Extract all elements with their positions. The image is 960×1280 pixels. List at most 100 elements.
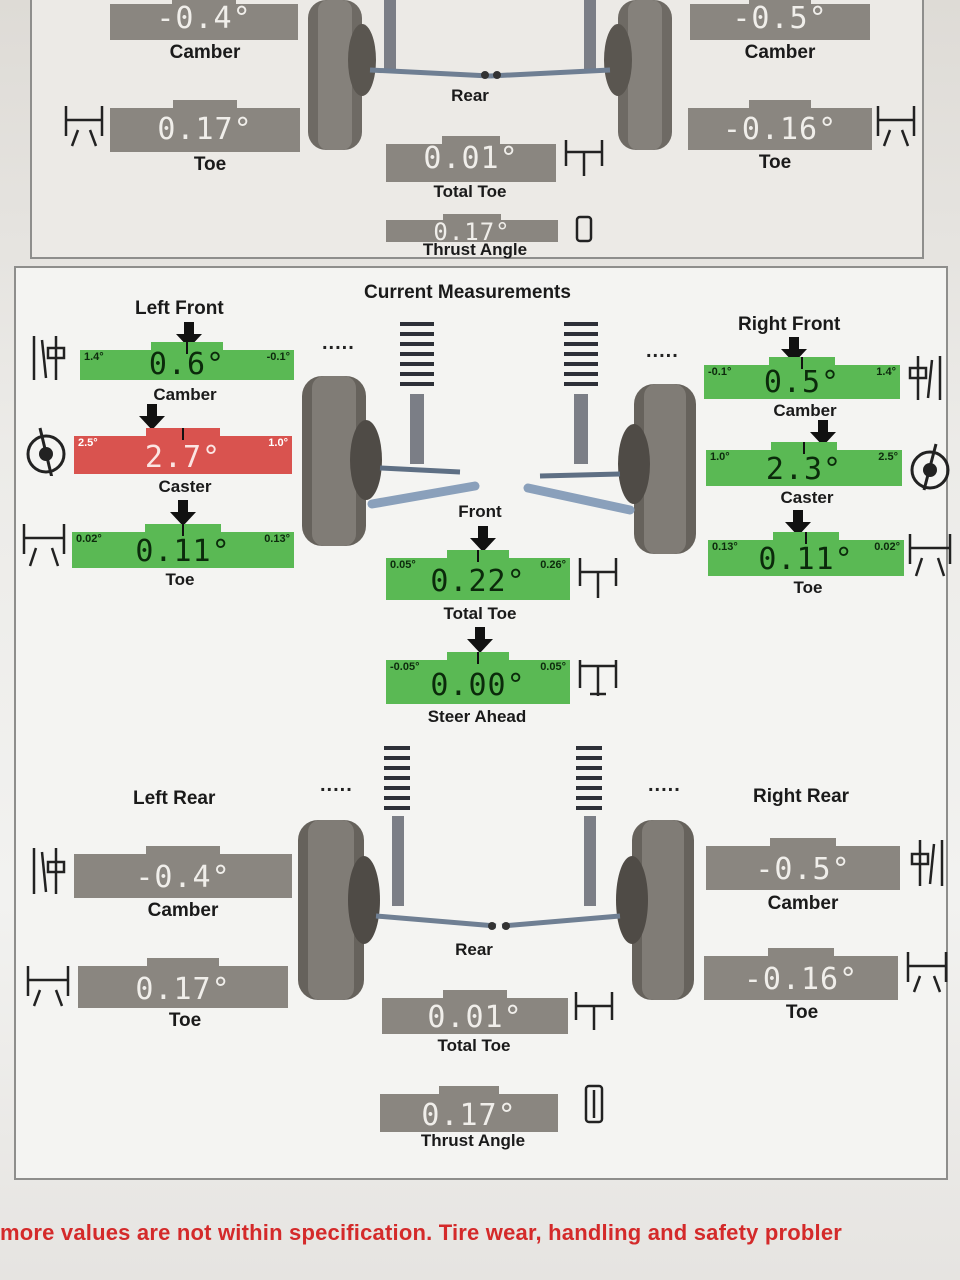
front-left-dots: ..... — [322, 332, 355, 354]
left-rear-camber-label: Camber — [147, 900, 219, 921]
camber-icon — [32, 336, 66, 380]
right-caster-gauge: 1.0° 2.5° 2.3° — [706, 442, 902, 486]
gauge-max: 1.0° — [268, 437, 288, 449]
right-toe-gauge: 0.13° 0.02° 0.11° — [708, 532, 904, 576]
prev-axle-label: Rear — [451, 86, 489, 105]
prev-right-camber-gauge: -0.5° — [690, 0, 870, 40]
left-toe-gauge: 0.02° 0.13° 0.11° — [72, 524, 294, 568]
gauge-max: 2.5° — [878, 451, 898, 463]
caster-icon — [910, 443, 950, 491]
gauge-value: -0.4° — [135, 860, 231, 895]
gauge-max: -0.1° — [266, 351, 290, 363]
specification-warning-text: more values are not within specification… — [0, 1220, 843, 1245]
toe-icon — [26, 966, 70, 1007]
front-total-toe-gauge: 0.05° 0.26° 0.22° — [386, 550, 570, 600]
gauge-max: 0.26° — [540, 559, 566, 571]
left-camber-label: Camber — [153, 385, 217, 404]
gauge-value: 0.5° — [763, 365, 841, 400]
gauge-min: 2.5° — [78, 437, 98, 449]
camber-icon — [32, 848, 66, 894]
prev-thrust-gauge: 0.17° — [386, 214, 558, 246]
total-toe-icon — [574, 992, 614, 1030]
rear-axle-label: Rear — [455, 940, 493, 959]
camber-icon — [908, 356, 942, 400]
left-front-heading: Left Front — [135, 298, 224, 319]
toe-icon — [906, 952, 948, 993]
gauge-value: 0.01° — [423, 141, 519, 176]
gauge-min: 1.4° — [84, 351, 104, 363]
gauge-max: 0.05° — [540, 661, 566, 673]
thrust-angle-icon — [575, 215, 593, 243]
toe-icon — [22, 524, 66, 567]
gauge-value: 0.22° — [430, 564, 526, 599]
total-toe-icon — [578, 558, 618, 598]
prev-rear-suspension-diagram — [308, 0, 672, 150]
caster-icon — [26, 427, 66, 476]
rear-suspension-diagram — [298, 746, 694, 1000]
rear-left-dots: ..... — [320, 774, 353, 796]
gauge-value: 0.01° — [427, 1000, 523, 1035]
total-toe-icon — [564, 140, 604, 176]
right-rear-toe-gauge: -0.16° — [704, 948, 898, 1000]
right-rear-toe-label: Toe — [785, 1002, 819, 1023]
gauge-value: -0.5° — [732, 1, 828, 36]
gauge-max: 1.4° — [876, 366, 896, 378]
gauge-value: -0.4° — [156, 1, 252, 36]
prev-total-toe-label: Total Toe — [433, 182, 507, 201]
toe-icon — [908, 534, 952, 577]
gauge-min: 0.05° — [390, 559, 416, 571]
gauge-value: 0.11° — [135, 534, 231, 569]
left-caster-label: Caster — [158, 477, 212, 496]
rear-thrust-label: Thrust Angle — [420, 1131, 526, 1150]
gauge-value: 0.17° — [135, 972, 231, 1007]
gauge-value: 0.00° — [430, 668, 526, 703]
gauge-min: 0.02° — [76, 533, 102, 545]
gauge-value: 0.17° — [421, 1098, 517, 1133]
camber-icon — [910, 840, 944, 886]
left-caster-gauge: 2.5° 1.0° 2.7° — [74, 428, 292, 474]
toe-icon — [64, 106, 104, 147]
rear-total-toe-label: Total Toe — [437, 1036, 511, 1055]
rear-right-dots: ..... — [648, 774, 681, 796]
gauge-min: 1.0° — [710, 451, 730, 463]
prev-left-camber-gauge: -0.4° — [110, 0, 298, 40]
gauge-value: -0.5° — [755, 852, 851, 887]
gauge-min: -0.05° — [390, 661, 420, 673]
right-rear-camber-label: Camber — [767, 893, 839, 914]
left-rear-heading: Left Rear — [133, 788, 216, 809]
gauge-value: 0.11° — [758, 542, 854, 577]
steer-ahead-gauge: -0.05° 0.05° 0.00° — [386, 652, 570, 704]
gauge-value: 2.7° — [144, 440, 222, 475]
right-camber-gauge: -0.1° 1.4° 0.5° — [704, 357, 900, 399]
prev-right-toe-gauge: -0.16° — [688, 100, 872, 150]
right-rear-heading: Right Rear — [753, 786, 850, 807]
prev-thrust-label: Thrust Angle — [422, 240, 528, 259]
steer-ahead-icon — [578, 660, 618, 696]
gauge-min: -0.1° — [708, 366, 732, 378]
panel-title: Current Measurements — [364, 282, 571, 303]
prev-total-toe-gauge: 0.01° — [386, 136, 556, 182]
left-rear-camber-gauge: -0.4° — [74, 846, 292, 898]
right-camber-label: Camber — [773, 401, 837, 420]
prev-right-camber-label: Camber — [744, 42, 816, 63]
prev-left-toe-gauge: 0.17° — [110, 100, 300, 152]
left-toe-label: Toe — [165, 570, 195, 589]
prev-right-toe-label: Toe — [758, 152, 792, 173]
front-total-toe-label: Total Toe — [443, 604, 517, 623]
rear-total-toe-gauge: 0.01° — [382, 990, 568, 1034]
toe-icon — [876, 106, 916, 147]
gauge-max: 0.13° — [264, 533, 290, 545]
prev-left-toe-label: Toe — [193, 154, 227, 175]
right-rear-camber-gauge: -0.5° — [706, 838, 900, 890]
left-rear-toe-label: Toe — [168, 1010, 202, 1031]
rear-thrust-gauge: 0.17° — [380, 1086, 558, 1132]
left-rear-toe-gauge: 0.17° — [78, 958, 288, 1008]
front-right-dots: ..... — [646, 340, 679, 362]
right-toe-label: Toe — [793, 578, 823, 597]
thrust-angle-icon — [584, 1084, 604, 1124]
front-axle-label: Front — [458, 502, 502, 521]
gauge-value: 0.17° — [433, 218, 511, 246]
gauge-max: 0.02° — [874, 541, 900, 553]
gauge-value: 2.3° — [765, 452, 843, 487]
